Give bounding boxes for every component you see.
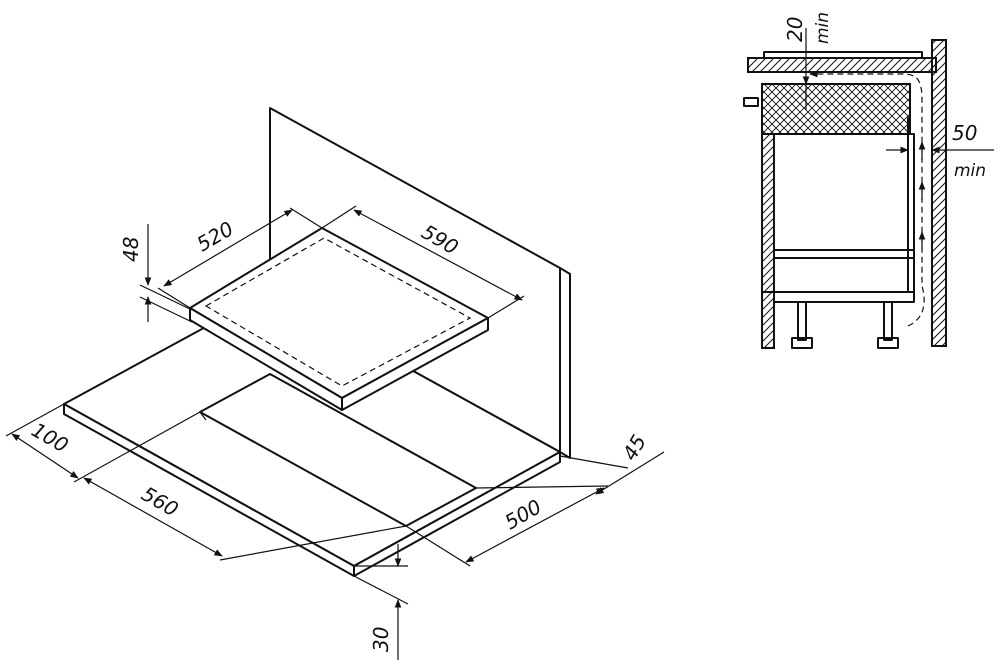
label-hob-height: 48 [119, 237, 143, 262]
label-worktop-thickness: 30 [369, 627, 393, 652]
label-back-offset: 45 [618, 430, 652, 464]
label-top-gap-value: 20 [783, 17, 807, 42]
label-cutout-depth: 500 [501, 494, 546, 534]
dimension-worktop-thickness: 30 [353, 544, 409, 660]
label-rear-gap-value: 50 [952, 121, 977, 145]
label-front-offset: 100 [28, 418, 73, 458]
worktop-section [747, 57, 937, 73]
hob-body-section [761, 83, 911, 135]
section-view: 20 min 50 min [743, 12, 994, 349]
label-rear-gap-unit: min [954, 161, 986, 181]
isometric-view: 520 590 48 100 560 [5, 107, 665, 660]
dimension-top-gap: 20 min [783, 12, 833, 110]
dimension-back-offset: 45 [559, 430, 665, 495]
dimension-hob-height: 48 [119, 224, 193, 323]
label-cutout-width: 560 [138, 482, 183, 522]
label-top-gap-unit: min [813, 12, 833, 44]
wall-section [931, 39, 947, 347]
label-hob-depth: 520 [193, 216, 238, 256]
dimension-rear-gap: 50 min [886, 121, 994, 181]
